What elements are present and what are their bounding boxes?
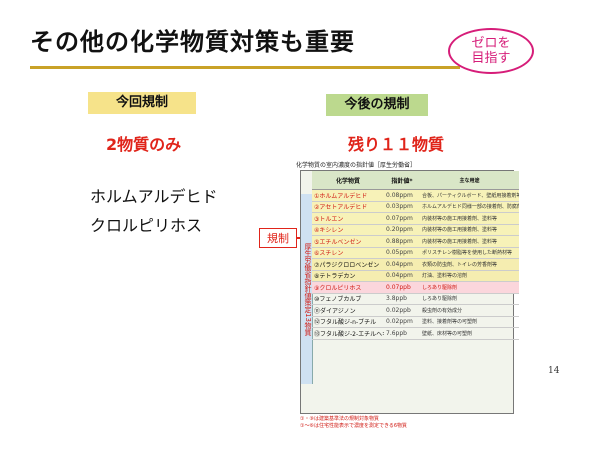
usage-cell: 壁紙、床材等の可塑剤 [420,327,519,340]
guideline-value-cell: 0.07ppm [384,212,420,225]
substance-name-cell: ②アセトアルデヒド [312,201,384,213]
usage-cell: 殺虫剤の有効成分 [420,304,519,317]
substance-name-cell: ③トルエン [312,212,384,225]
future-regulation-label: 今後の規制 [326,94,428,116]
usage-cell: ポリスチレン樹脂等を使用した断熱材等 [420,247,519,259]
guideline-value-cell: 3.8ppb [384,293,420,305]
substance-name-cell: ⑧テトラデカン [312,270,384,282]
substance-name-cell: ⑦パラジクロロベンゼン [312,258,384,271]
guideline-value-cell: 0.03ppm [384,201,420,213]
substance-name-cell: ⑨クロルピリホス [312,281,384,294]
substance-name-cell: ①ホルムアルデヒド [312,189,384,202]
usage-cell: しろあり駆除剤 [420,281,519,294]
usage-cell: 内装材等の施工用接着剤、塗料等 [420,212,519,225]
guideline-value-cell: 7.6ppb [384,327,420,340]
guideline-value-cell: 0.04ppm [384,258,420,271]
future-count-text: 残り１１物質 [348,135,445,154]
substance-table-image: 化学物質の室内濃度の指針値［厚生労働省］ 厚生労働省指針値策定13物質 化学物質… [296,160,519,450]
substance-name-cell: ⑥スチレン [312,247,384,259]
guideline-value-cell: 0.07ppb [384,281,420,294]
current-count-text: 2物質のみ [106,135,182,154]
usage-cell: 内装材等の施工用接着剤、塗料等 [420,224,519,236]
usage-cell: しろあり駆除剤 [420,293,519,305]
page-number: 14 [548,366,560,376]
current-regulation-label: 今回規制 [88,92,196,114]
column-header: 指針値* [384,171,420,190]
usage-cell: ホルムアルデヒド同様一部の接着剤、防腐剤等 [420,201,519,213]
guideline-value-cell: 0.05ppm [384,247,420,259]
usage-cell: 内装材等の施工用接着剤、塗料等 [420,235,519,248]
usage-cell: 灯油、塗料等の溶剤 [420,270,519,282]
callout-text: ゼロを目指す [471,36,511,66]
title-underline [30,66,460,69]
slide-title: その他の化学物質対策も重要 [30,28,355,56]
substance-name-cell: ④キシレン [312,224,384,236]
column-header: 化学物質 [312,171,384,190]
usage-cell: 衣類の防虫剤、トイレの芳香剤等 [420,258,519,271]
substance-name-cell: ⑫フタル酸ジ-n-ブチル [312,316,384,328]
guideline-value-cell: 0.20ppm [384,224,420,236]
substance-name-cell: ⑤エチルベンゼン [312,235,384,248]
usage-cell: 合板、パーティクルボード、壁紙用接着剤等 [420,189,519,202]
substance-chlorpyrifos: クロルピリホス [90,216,203,235]
guideline-value-cell: 0.08ppm [384,189,420,202]
substance-name-cell: ⑩フェノブカルブ [312,293,384,305]
table-heading: 化学物質の室内濃度の指針値［厚生労働省］ [296,162,417,169]
guideline-value-cell: 0.88ppm [384,235,420,248]
regulation-tag: 規制 [259,228,297,248]
guideline-value-cell: 0.02ppm [384,316,420,328]
column-header: 主な用途 [420,171,519,190]
substance-name-cell: ⑬フタル酸ジ-2-エチルヘキシル [312,327,384,340]
substance-name-cell: ⑪ダイアジノン [312,304,384,317]
guideline-value-cell: 0.04ppm [384,270,420,282]
callout-bubble: ゼロを目指す [448,28,534,74]
substance-formaldehyde: ホルムアルデヒド [90,187,218,206]
guideline-value-cell: 0.02ppb [384,304,420,317]
usage-cell: 塗料、接着剤等の可塑剤 [420,316,519,328]
